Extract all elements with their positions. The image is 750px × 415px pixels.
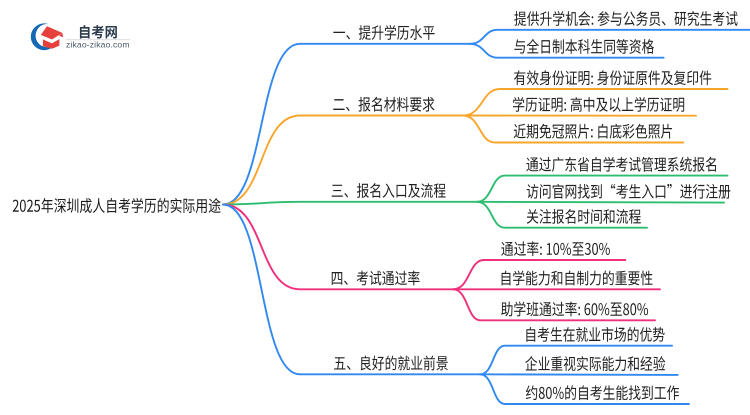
svg-text:zikao-zikao.com: zikao-zikao.com	[66, 39, 130, 49]
